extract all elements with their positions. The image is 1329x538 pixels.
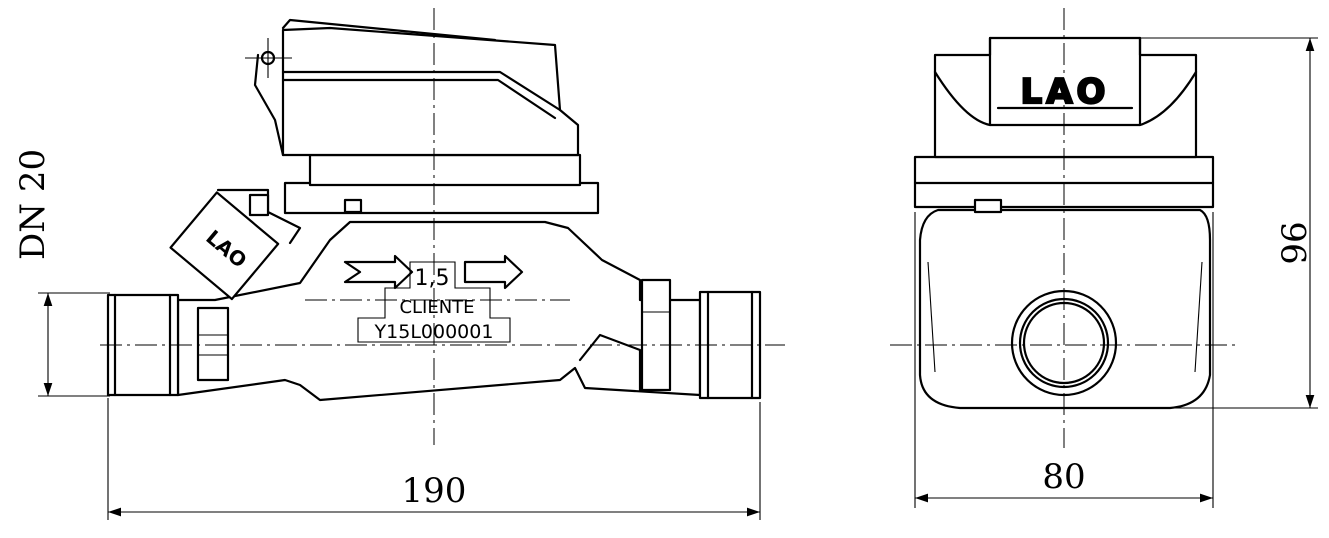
height-dimension: 96 xyxy=(1140,37,1318,409)
register-ring xyxy=(308,153,582,187)
left-nut xyxy=(196,306,230,382)
front-brand-logo: LAO xyxy=(1021,72,1110,112)
register-lid xyxy=(281,26,580,157)
nominal-diameter-dimension: DN 20 xyxy=(13,149,110,397)
length-value: 190 xyxy=(402,471,467,511)
front-view: LAO xyxy=(890,8,1235,448)
right-nut xyxy=(640,278,672,392)
width-value: 80 xyxy=(1042,457,1085,497)
height-value: 96 xyxy=(1275,221,1315,264)
flow-rate-label: 1,5 xyxy=(415,266,450,291)
sensor-cap xyxy=(169,191,280,301)
length-dimension: 190 xyxy=(107,398,761,520)
side-view: LAO 1,5 CLIENTE Y15L000001 xyxy=(100,8,785,445)
register-base-plate xyxy=(283,181,600,215)
width-dimension: 80 xyxy=(914,212,1214,508)
client-label: CLIENTE xyxy=(399,297,474,318)
nominal-diameter-value: DN 20 xyxy=(13,149,53,260)
